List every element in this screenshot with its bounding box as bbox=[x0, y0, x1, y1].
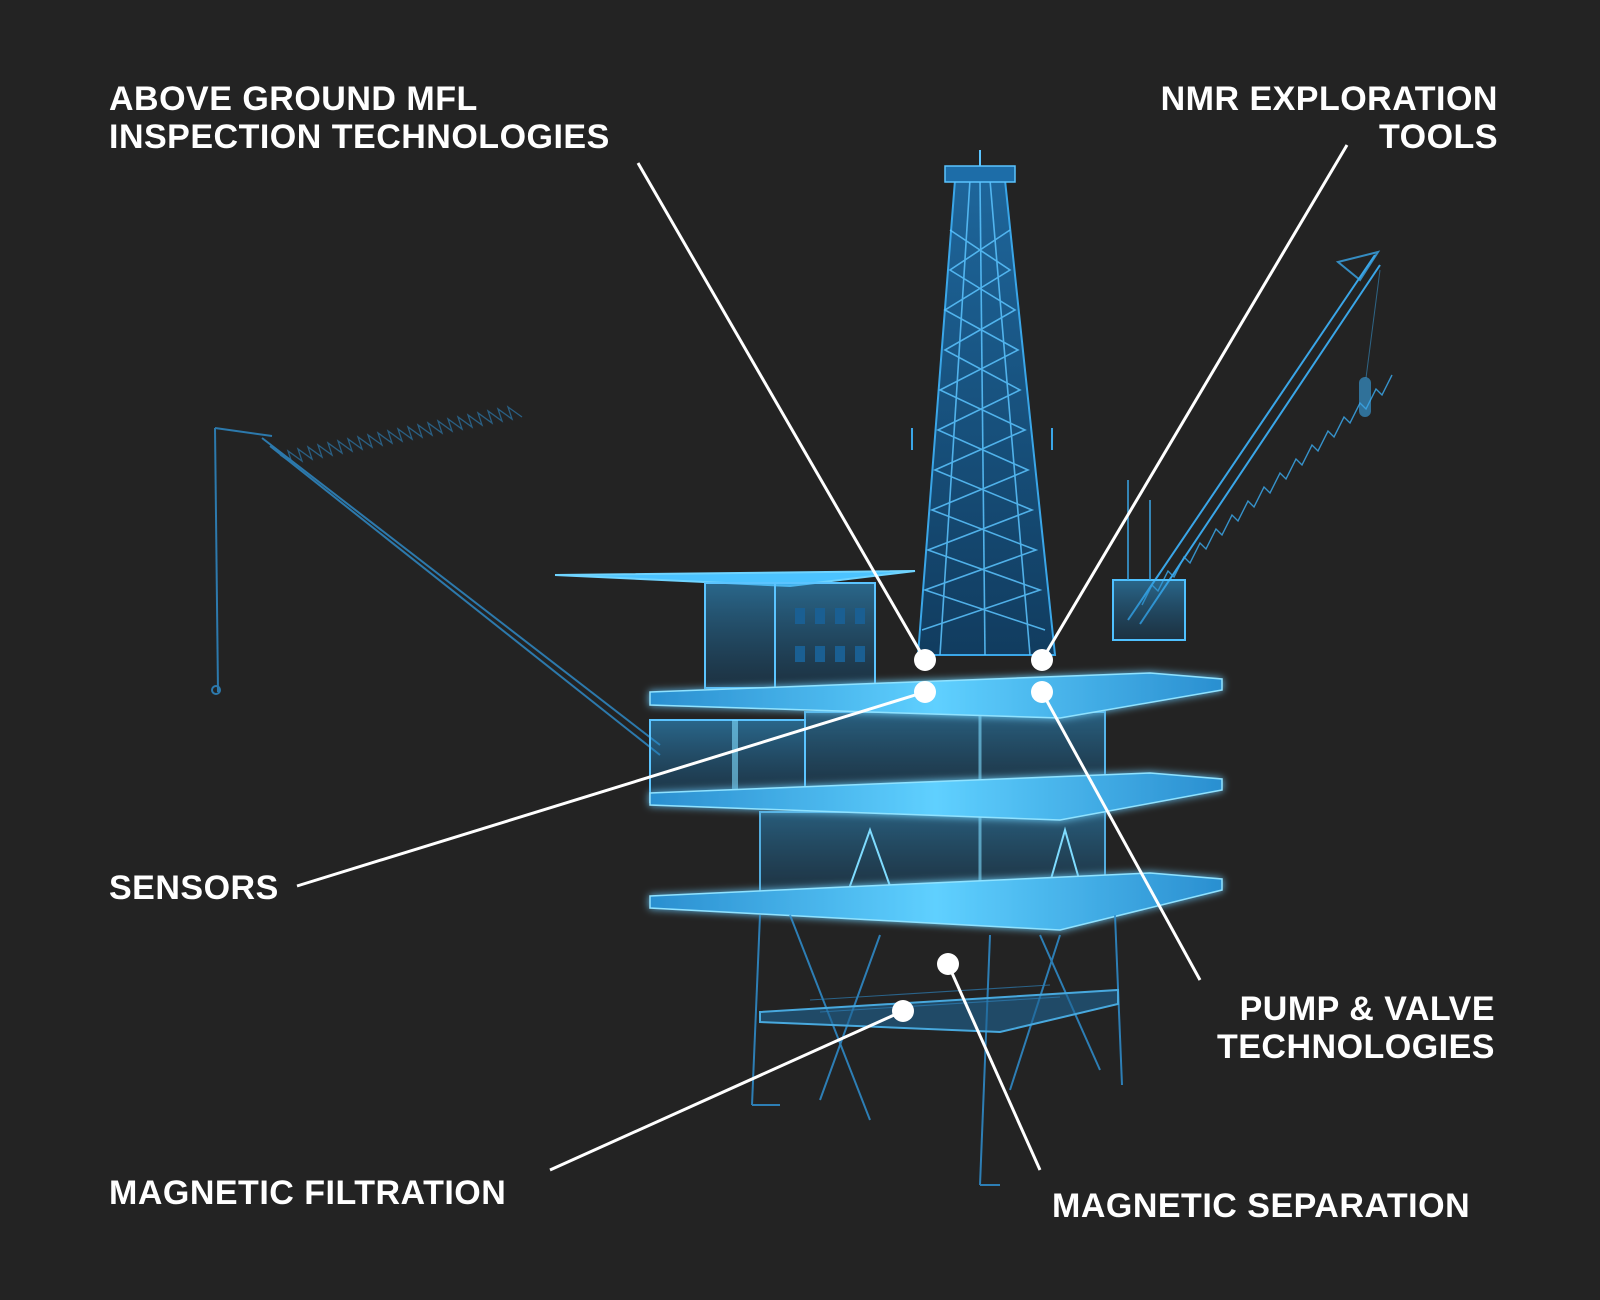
sensors-leader bbox=[296, 690, 926, 888]
callout-label-line: PUMP & VALVE bbox=[1239, 990, 1495, 1028]
offshore-platform-illustration bbox=[211, 150, 1393, 1186]
callout-label-line: MAGNETIC SEPARATION bbox=[1052, 1187, 1471, 1225]
callout-label-line: MAGNETIC FILTRATION bbox=[109, 1174, 507, 1212]
callout-label-line: NMR EXPLORATION bbox=[1160, 80, 1498, 118]
callout-label-mfl[interactable]: ABOVE GROUND MFL INSPECTION TECHNOLOGIES bbox=[109, 80, 610, 156]
separation-marker[interactable] bbox=[937, 953, 959, 975]
nmr-leader bbox=[1040, 144, 1349, 661]
separation-leader bbox=[946, 963, 1042, 1171]
callout-label-line: TOOLS bbox=[1379, 118, 1498, 156]
mfl-marker[interactable] bbox=[914, 649, 936, 671]
callout-label-pump-valve[interactable]: PUMP & VALVE TECHNOLOGIES bbox=[1217, 990, 1495, 1066]
right-crane bbox=[1112, 250, 1393, 641]
decks bbox=[649, 672, 1223, 931]
callout-label-magnetic-filtration[interactable]: MAGNETIC FILTRATION bbox=[109, 1174, 506, 1212]
accommodation-module bbox=[554, 570, 916, 689]
jacket-substructure bbox=[751, 914, 1123, 1186]
nmr-marker[interactable] bbox=[1031, 649, 1053, 671]
derrick-tower bbox=[911, 150, 1057, 656]
pump-marker[interactable] bbox=[1031, 681, 1053, 703]
callout-label-line: TECHNOLOGIES bbox=[1216, 1028, 1495, 1066]
filtration-marker[interactable] bbox=[892, 1000, 914, 1022]
callout-label-sensors[interactable]: SENSORS bbox=[109, 869, 279, 907]
leader-lines bbox=[296, 144, 1349, 1172]
mfl-leader bbox=[636, 162, 927, 661]
callout-label-line: SENSORS bbox=[109, 869, 279, 907]
pump-leader bbox=[1040, 691, 1202, 981]
sensors-marker[interactable] bbox=[914, 681, 936, 703]
filtration-leader bbox=[549, 1009, 904, 1172]
left-crane bbox=[211, 405, 661, 756]
callout-label-nmr[interactable]: NMR EXPLORATION TOOLS bbox=[1161, 80, 1498, 156]
callout-label-line: INSPECTION TECHNOLOGIES bbox=[109, 118, 610, 156]
callout-points bbox=[892, 649, 1053, 1022]
callout-label-magnetic-separation[interactable]: MAGNETIC SEPARATION bbox=[1052, 1187, 1470, 1225]
callout-label-line: ABOVE GROUND MFL bbox=[109, 80, 478, 118]
